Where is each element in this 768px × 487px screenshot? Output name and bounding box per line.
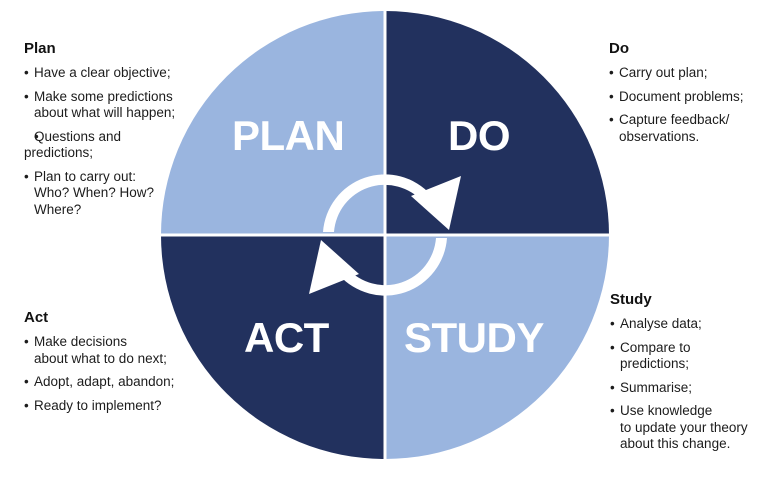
study-heading: Study	[610, 291, 652, 308]
do-heading: Do	[609, 40, 629, 57]
list-item: Ready to implement?	[24, 398, 199, 415]
act-quadrant	[161, 235, 385, 459]
act-panel: Act Make decisions about what to do next…	[24, 309, 199, 421]
list-item: Use knowledge to update your theory abou…	[610, 403, 768, 453]
list-item: Analyse data;	[610, 316, 768, 333]
plan-quadrant	[161, 11, 385, 235]
list-item: Make some predictions about what will ha…	[24, 89, 194, 122]
list-item: Document problems;	[609, 89, 768, 106]
do-list: Carry out plan; Document problems; Captu…	[609, 65, 768, 145]
study-label: STUDY	[404, 314, 544, 361]
list-item: Summarise;	[610, 380, 768, 397]
study-panel: Study Analyse data; Compare to predictio…	[610, 291, 768, 460]
list-item: Make decisions about what to do next;	[24, 334, 199, 367]
do-quadrant	[385, 11, 609, 235]
study-quadrant	[385, 235, 609, 459]
list-item: Questions and predictions;	[24, 129, 194, 162]
plan-list: Have a clear objective; Make some predic…	[24, 65, 194, 218]
list-item: Compare to predictions;	[610, 340, 768, 373]
list-item: Capture feedback/ observations.	[609, 112, 768, 145]
do-label: DO	[448, 112, 511, 159]
list-item: Adopt, adapt, abandon;	[24, 374, 199, 391]
act-label: ACT	[244, 314, 329, 361]
plan-heading: Plan	[24, 40, 56, 57]
act-list: Make decisions about what to do next; Ad…	[24, 334, 199, 414]
study-list: Analyse data; Compare to predictions; Su…	[610, 316, 768, 453]
list-item: Plan to carry out: Who? When? How? Where…	[24, 169, 194, 219]
act-heading: Act	[24, 309, 49, 326]
do-panel: Do Carry out plan; Document problems; Ca…	[609, 40, 768, 152]
clockwise-cycle-arrows-icon	[309, 174, 461, 296]
list-item: Have a clear objective;	[24, 65, 194, 82]
plan-label: PLAN	[232, 112, 345, 159]
list-item: Carry out plan;	[609, 65, 768, 82]
plan-panel: Plan Have a clear objective; Make some p…	[24, 40, 194, 225]
